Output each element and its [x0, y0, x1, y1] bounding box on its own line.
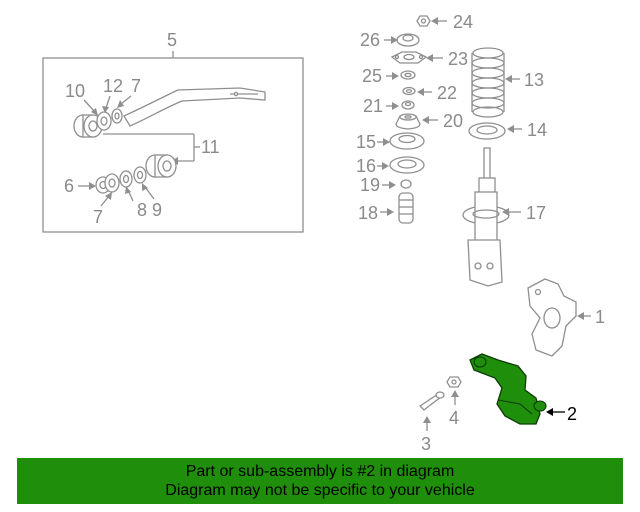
callout-6: 6 [64, 176, 74, 196]
strut-assembly[interactable] [462, 147, 510, 287]
washer-lower-a[interactable] [119, 170, 133, 188]
callout-12: 12 [103, 76, 123, 96]
spring-insulator[interactable] [468, 122, 506, 140]
callout-11: 11 [201, 137, 220, 157]
callout-13: 13 [524, 70, 544, 90]
callout-4: 4 [449, 408, 459, 428]
lower-control-arm[interactable] [469, 353, 547, 425]
callout-16: 16 [356, 156, 376, 176]
callout-14: 14 [527, 120, 547, 140]
callout-17: 17 [526, 203, 546, 223]
spacer-washer[interactable] [402, 86, 416, 96]
callout-3: 3 [421, 434, 431, 454]
parts-diagram: 5 10 12 7 11 [42, 12, 605, 454]
callout-19: 19 [360, 175, 380, 195]
bracket-upper[interactable] [96, 111, 112, 131]
callout-5: 5 [167, 30, 177, 50]
diagram-notice-banner: Part or sub-assembly is #2 in diagram Di… [17, 458, 623, 504]
strut-nut[interactable] [416, 15, 431, 27]
arm-nut[interactable] [446, 376, 462, 388]
dust-boot[interactable] [398, 192, 414, 224]
stabilizer-bar[interactable] [123, 87, 266, 127]
banner-line-2: Diagram may not be specific to your vehi… [165, 482, 475, 499]
callout-21: 21 [363, 96, 383, 116]
washer-lower-b[interactable] [133, 166, 147, 184]
callout-18: 18 [358, 203, 378, 223]
mount-bushing[interactable] [401, 100, 415, 110]
upper-insulator[interactable] [389, 132, 425, 150]
callout-9: 9 [152, 200, 162, 220]
callout-20: 20 [443, 111, 463, 131]
callout-23: 23 [448, 49, 468, 69]
mount-washer[interactable] [400, 70, 416, 80]
callout-8: 8 [137, 200, 147, 220]
strut-mount[interactable] [395, 113, 421, 130]
banner-line-1: Part or sub-assembly is #2 in diagram [185, 463, 455, 480]
arm-bolt[interactable] [418, 391, 445, 411]
callout-7b: 7 [93, 207, 103, 227]
bushing-lower[interactable] [145, 154, 177, 178]
bump-stop-cap[interactable] [400, 179, 412, 189]
washer-upper[interactable] [111, 108, 123, 124]
coil-spring[interactable] [471, 47, 505, 118]
callout-15: 15 [356, 132, 376, 152]
callout-7a: 7 [131, 76, 141, 96]
callout-25: 25 [362, 66, 382, 86]
callout-22: 22 [437, 83, 457, 103]
callout-1: 1 [595, 307, 605, 327]
dust-cap[interactable] [396, 33, 420, 47]
mount-plate[interactable] [390, 51, 428, 64]
callout-2: 2 [567, 404, 577, 424]
spring-seat[interactable] [389, 156, 425, 174]
callout-10: 10 [65, 81, 85, 101]
callout-26: 26 [360, 30, 380, 50]
callout-24: 24 [453, 12, 473, 32]
steering-knuckle[interactable] [527, 278, 577, 357]
bracket-lower[interactable] [104, 173, 120, 193]
